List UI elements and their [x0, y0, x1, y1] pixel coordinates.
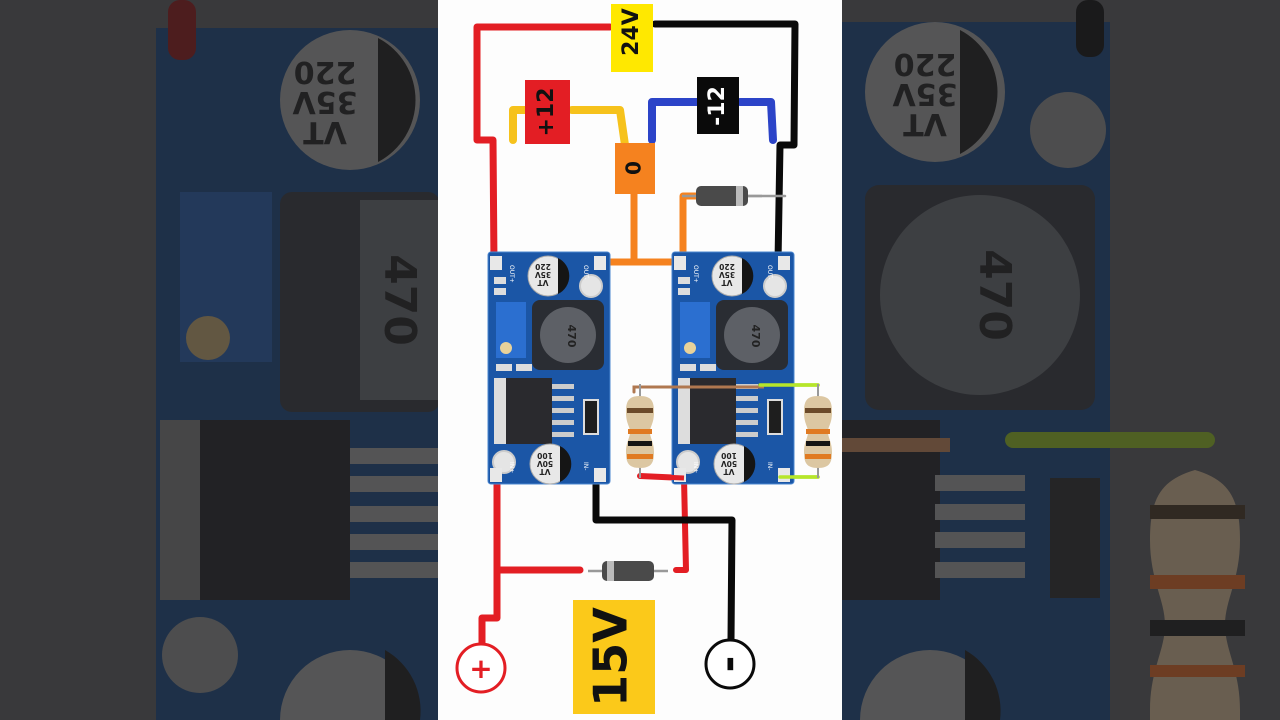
- wire-green-feedback-top: [758, 383, 820, 479]
- pin-label-in-plus: IN+: [508, 462, 515, 473]
- svg-text:-12: -12: [705, 86, 730, 126]
- svg-text:VT: VT: [539, 467, 551, 476]
- wire-brown-feedback-top: [632, 385, 764, 392]
- pin-label-in-plus: IN+: [692, 462, 699, 473]
- wire-blue-minus12: [648, 98, 777, 144]
- svg-text:+12: +12: [534, 87, 559, 136]
- svg-text:470: 470: [749, 325, 762, 348]
- buck-converter-module-left: VT 35V 220 470 VT 50V 100 OUT+ OUT- IN+ …: [487, 251, 611, 485]
- pin-label-in-minus: IN-: [766, 462, 773, 470]
- pin-label-out-minus: OUT-: [766, 265, 773, 279]
- terminal-negative: -: [704, 638, 756, 690]
- wiring-diagram: VT 35V 220 470 VT 50V 100 OUT+ OUT- IN+ …: [438, 0, 842, 720]
- buck-converter-module-right: VT 35V 220 470 VT 50V 100 OUT+ OUT- IN+ …: [671, 251, 795, 485]
- svg-text:50V: 50V: [721, 459, 737, 468]
- background-zoom-left: VT 35V 220 470: [0, 0, 440, 720]
- label-ground-0: 0: [615, 143, 655, 194]
- diode-top: [680, 184, 764, 208]
- minus-icon: -: [709, 656, 755, 673]
- resistor-right: [803, 383, 833, 479]
- wire-yellow-plus12: [509, 106, 629, 149]
- wires: [473, 20, 820, 649]
- label-24v: 24V: [611, 4, 653, 72]
- label-plus12: +12: [525, 80, 570, 144]
- svg-text:24V: 24V: [619, 8, 644, 56]
- background-zoom-right: VT 35V 220 470: [840, 0, 1280, 720]
- svg-text:35V: 35V: [719, 270, 735, 279]
- wire-red-input-positive: [478, 476, 584, 649]
- label-input-15v: 15V: [573, 600, 655, 714]
- svg-text:100: 100: [721, 451, 737, 460]
- pin-label-out-minus: OUT-: [582, 265, 589, 279]
- svg-text:0: 0: [622, 161, 646, 175]
- pin-label-in-minus: IN-: [582, 462, 589, 470]
- svg-text:100: 100: [537, 451, 553, 460]
- svg-text:220: 220: [535, 262, 551, 271]
- svg-text:220: 220: [719, 262, 735, 271]
- svg-text:VT: VT: [721, 278, 733, 287]
- plus-icon: +: [469, 652, 492, 685]
- svg-text:VT: VT: [537, 278, 549, 287]
- pin-label-out-plus: OUT+: [692, 265, 699, 283]
- diode-bottom: [586, 559, 670, 583]
- terminal-positive: +: [455, 642, 507, 694]
- resistor-left: [625, 383, 655, 479]
- svg-text:15V: 15V: [584, 607, 638, 707]
- svg-text:VT: VT: [723, 467, 735, 476]
- svg-text:50V: 50V: [537, 459, 553, 468]
- label-minus12: -12: [697, 77, 739, 134]
- wire-black-input-negative: [592, 474, 736, 644]
- svg-text:35V: 35V: [535, 270, 551, 279]
- wire-black-24v-negative: [651, 20, 799, 266]
- svg-text:470: 470: [565, 325, 578, 348]
- wire-red-24v-positive: [473, 23, 614, 269]
- pin-label-out-plus: OUT+: [508, 265, 515, 283]
